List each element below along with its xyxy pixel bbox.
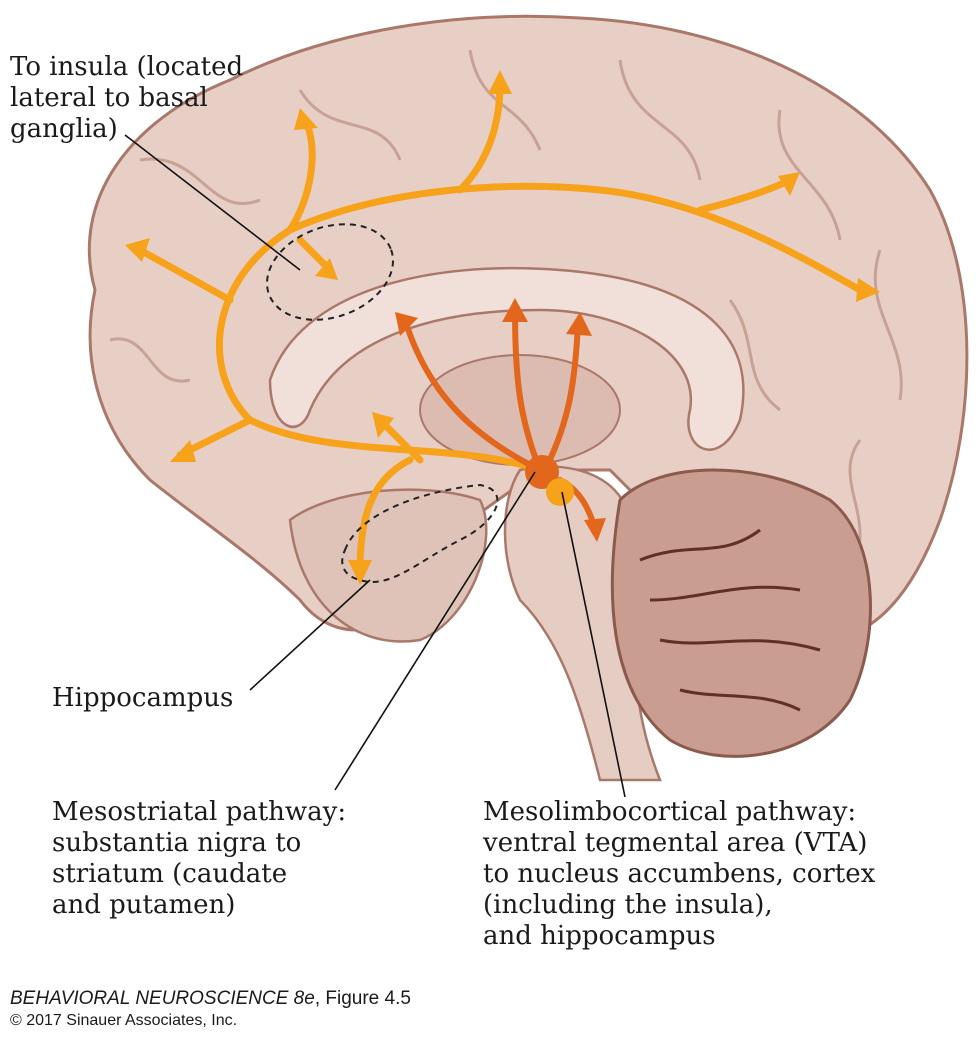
- label-line: ventral tegmental area (VTA): [483, 828, 868, 858]
- leader-lines: [124, 134, 626, 798]
- figure-number: , Figure 4.5: [314, 988, 411, 1009]
- book-title: BEHAVIORAL NEUROSCIENCE 8e: [10, 988, 315, 1009]
- label-line: Mesostriatal pathway:: [52, 797, 347, 827]
- substantia-nigra: [546, 478, 574, 506]
- hippocampus-outline: [341, 483, 499, 583]
- label-line: substantia nigra to: [52, 828, 302, 858]
- mesolimbocortical-paths: [136, 81, 864, 574]
- arbor-vitae: [639, 528, 821, 712]
- label-line: to nucleus accumbens, cortex: [483, 859, 876, 889]
- label-line: (including the insula),: [483, 890, 773, 920]
- cerebellum: [610, 468, 872, 758]
- label-line: lateral to basal: [10, 83, 208, 113]
- insula-label: To insula (located lateral to basal gang…: [10, 52, 243, 145]
- label-line: and putamen): [52, 890, 236, 920]
- insula-region-outline: [266, 223, 394, 321]
- figure-credit: BEHAVIORAL NEUROSCIENCE 8e, Figure 4.5: [10, 988, 411, 1010]
- label-line: Mesolimbocortical pathway:: [483, 797, 857, 827]
- label-line: ganglia): [10, 114, 118, 144]
- corpus-callosum: [268, 266, 745, 451]
- copyright: © 2017 Sinauer Associates, Inc.: [10, 1012, 238, 1029]
- label-line: and hippocampus: [483, 921, 716, 951]
- mesostriatal-label: Mesostriatal pathway: substantia nigra t…: [52, 797, 346, 921]
- arrowheads-dark: [395, 298, 606, 542]
- mesolimbocortical-label: Mesolimbocortical pathway: ventral tegme…: [483, 797, 875, 952]
- hippocampus-label: Hippocampus: [52, 683, 234, 713]
- vta-nucleus: [525, 455, 559, 489]
- label-line: striatum (caudate: [52, 859, 288, 889]
- label-line: To insula (located: [10, 52, 244, 82]
- arrowheads-light: [125, 70, 880, 585]
